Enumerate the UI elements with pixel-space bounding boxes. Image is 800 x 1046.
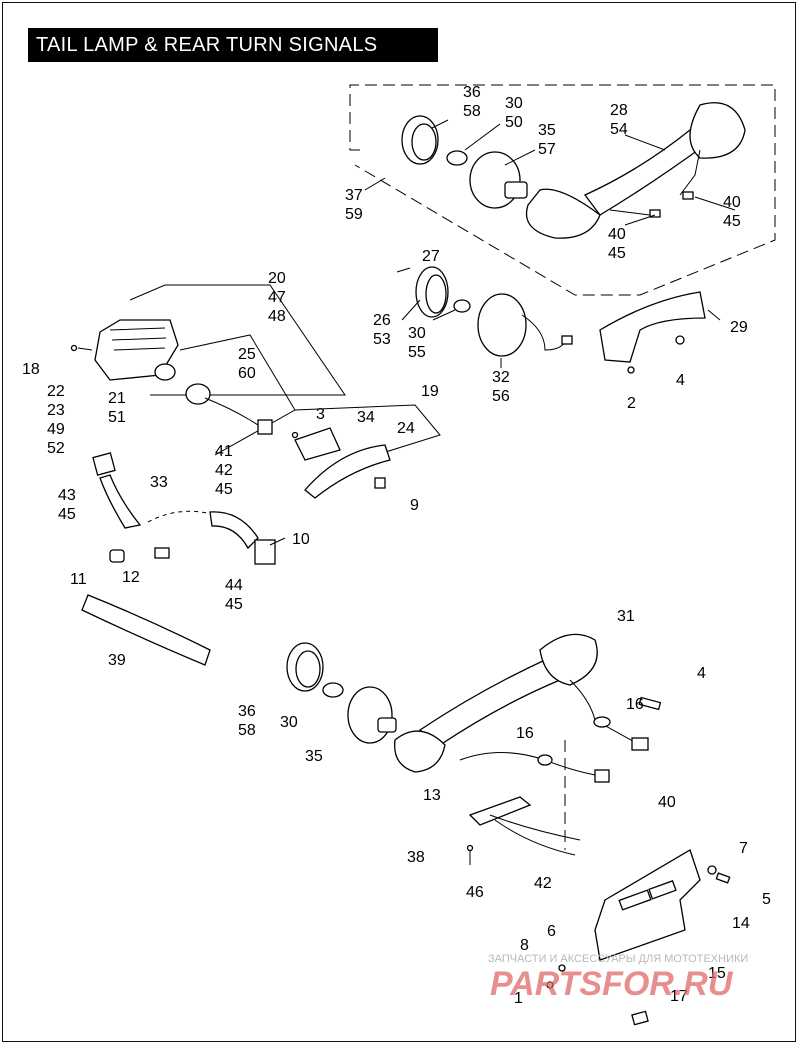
watermark-logo: PARTSFOR.RU	[490, 965, 734, 1003]
callout-number: 23	[47, 402, 65, 419]
signal-lamp-part	[526, 188, 601, 239]
housing-part	[469, 151, 521, 209]
callout-number: 41	[215, 443, 233, 460]
callout-number: 4	[697, 665, 706, 682]
callout-number: 15	[708, 965, 726, 982]
callout-number: 14	[732, 915, 750, 932]
callout-number: 36	[463, 84, 481, 101]
callout-number: 12	[122, 569, 140, 586]
callout-number: 20	[268, 270, 286, 287]
callout-number: 39	[108, 652, 126, 669]
callout-number: 48	[268, 308, 286, 325]
callout-number: 49	[47, 421, 65, 438]
callout-number: 59	[345, 206, 363, 223]
callout-number: 33	[150, 474, 168, 491]
callout-number: 35	[305, 748, 323, 765]
callout-number: 37	[345, 187, 363, 204]
callout-number: 51	[108, 409, 126, 426]
plate-bracket-14	[594, 849, 701, 961]
callout-number: 35	[538, 122, 556, 139]
callout-number: 45	[225, 596, 243, 613]
callout-number: 31	[617, 608, 635, 625]
callout-number: 29	[730, 319, 748, 336]
watermark-line1: ЗАПЧАСТИ И АКСЕССУАРЫ ДЛЯ МОТОТЕХНИКИ	[488, 953, 748, 965]
tail-lamp-housing	[94, 319, 179, 381]
callout-number: 53	[373, 331, 391, 348]
callout-number: 16	[516, 725, 534, 742]
lens-24	[304, 444, 391, 499]
callout-number: 38	[407, 849, 425, 866]
callout-number: 24	[397, 420, 415, 437]
callout-number: 47	[268, 289, 286, 306]
callout-number: 52	[47, 440, 65, 457]
callout-number: 50	[505, 114, 523, 131]
callout-number: 1	[514, 990, 523, 1007]
callout-number: 13	[423, 787, 441, 804]
callout-number: 30	[280, 714, 298, 731]
callout-number: 18	[22, 361, 40, 378]
callout-number: 56	[492, 388, 510, 405]
bracket-34	[294, 427, 341, 461]
callout-number: 54	[610, 121, 628, 138]
callout-number: 11	[70, 571, 87, 588]
bulb-part	[446, 150, 468, 166]
callout-number: 45	[608, 245, 626, 262]
callout-number: 5	[762, 891, 771, 908]
callout-number: 58	[238, 722, 256, 739]
callout-number: 4	[676, 372, 685, 389]
callout-number: 45	[58, 506, 76, 523]
callout-number: 45	[723, 213, 741, 230]
callout-number: 32	[492, 369, 510, 386]
callout-number: 42	[215, 462, 233, 479]
callout-number: 7	[739, 840, 748, 857]
callout-number: 9	[410, 497, 419, 514]
callout-number: 60	[238, 365, 256, 382]
callout-number: 34	[357, 409, 375, 426]
callout-number: 16	[626, 696, 644, 713]
callout-number: 22	[47, 383, 65, 400]
callout-number: 42	[534, 875, 552, 892]
callout-number: 17	[670, 988, 688, 1005]
callout-number: 40	[723, 194, 741, 211]
callout-number: 28	[610, 102, 628, 119]
callout-number: 36	[238, 703, 256, 720]
callout-number: 40	[658, 794, 676, 811]
callout-number: 27	[422, 248, 440, 265]
callout-number: 26	[373, 312, 391, 329]
callout-number: 25	[238, 346, 256, 363]
callout-number: 30	[408, 325, 426, 342]
callout-number: 3	[316, 406, 325, 423]
callout-number: 43	[58, 487, 76, 504]
lower-turn-signal-group	[286, 633, 731, 1026]
trim-strip-39	[81, 594, 211, 666]
mid-right-group	[396, 266, 721, 374]
bracket-29	[599, 291, 706, 363]
callout-number: 2	[627, 395, 636, 412]
callout-number: 40	[608, 226, 626, 243]
callout-number: 57	[538, 141, 556, 158]
callout-number: 45	[215, 481, 233, 498]
top-turn-signal-group	[349, 84, 776, 296]
callout-number: 19	[421, 383, 439, 400]
callout-number: 21	[108, 390, 126, 407]
callout-number: 8	[520, 937, 529, 954]
callout-number: 55	[408, 344, 426, 361]
callout-number: 10	[292, 531, 310, 548]
callout-number: 44	[225, 577, 243, 594]
tail-lamp-group	[70, 284, 441, 499]
page-title: TAIL LAMP & REAR TURN SIGNALS	[28, 28, 438, 62]
callout-number: 46	[466, 884, 484, 901]
callout-number: 58	[463, 103, 481, 120]
callout-number: 30	[505, 95, 523, 112]
callout-number: 6	[547, 923, 556, 940]
harness-group	[92, 452, 286, 565]
